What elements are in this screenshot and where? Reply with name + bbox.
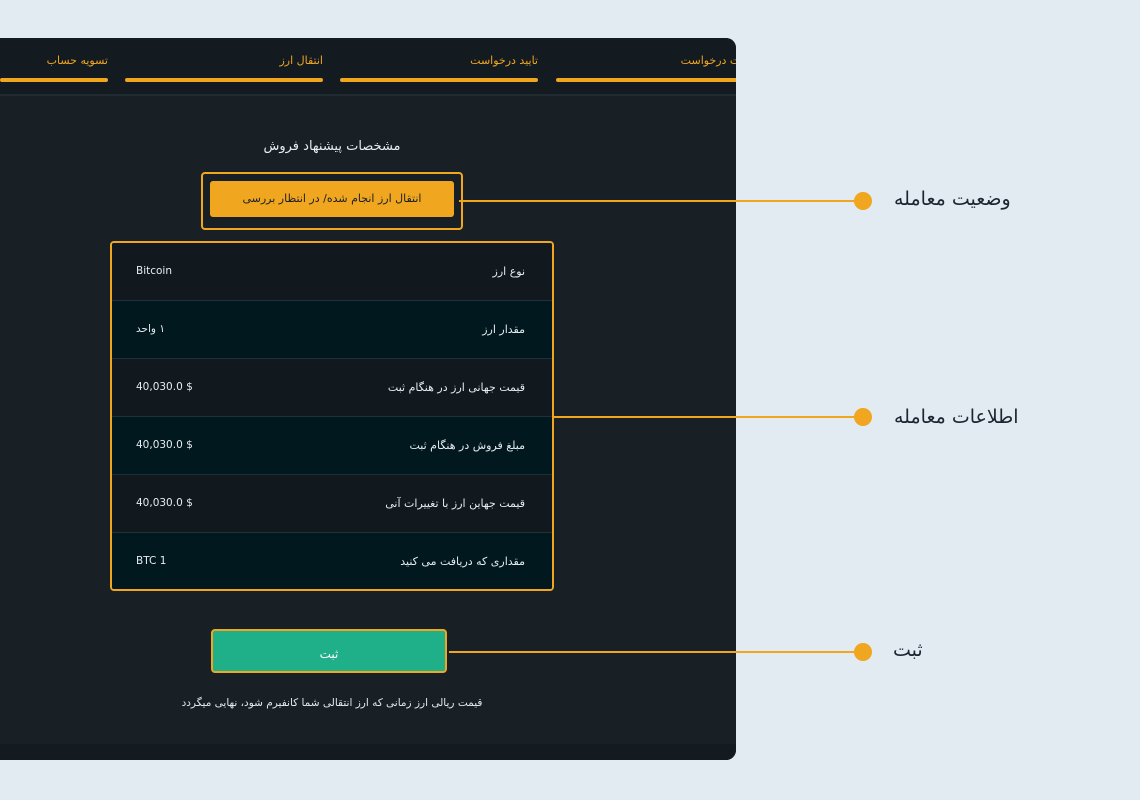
step-label: تایید درخواست (470, 54, 538, 67)
price-note: قیمت ریالی ارز زمانی که ارز انتقالی شما … (181, 697, 483, 709)
step-progress-line (0, 78, 108, 82)
step-currency-transfer[interactable]: انتقال ارز (125, 38, 323, 94)
status-callout-dot (854, 192, 872, 210)
row-value: ۱ واحد (136, 323, 165, 335)
step-request-approval[interactable]: تایید درخواست (340, 38, 538, 94)
status-frame: انتقال ارز انجام شده/ در انتظار بررسی (201, 172, 463, 230)
row-value: $ 40,030.0 (136, 439, 193, 451)
submit-callout-dot (854, 643, 872, 661)
status-callout-line (459, 200, 863, 202)
status-badge: انتقال ارز انجام شده/ در انتظار بررسی (210, 181, 454, 217)
row-label: مقداری که دریافت می کنید (400, 555, 525, 568)
row-value: $ 40,030.0 (136, 497, 193, 509)
info-callout-label: اطلاعات معامله (894, 406, 1019, 428)
row-value: Bitcoin (136, 265, 173, 277)
trade-info-card: نوع ارز Bitcoin مقدار ارز ۱ واحد قیمت جه… (110, 241, 554, 591)
row-label: قیمت جهانی ارز در هنگام ثبت (387, 381, 525, 394)
step-settlement[interactable]: تسویه حساب (0, 38, 108, 94)
info-row-currency-amount: مقدار ارز ۱ واحد (112, 301, 552, 359)
step-progress-line (125, 78, 323, 82)
stepper: تسویه حساب انتقال ارز تایید درخواست مشخص… (0, 38, 736, 96)
info-row-global-price-at-registration: قیمت جهانی ارز در هنگام ثبت $ 40,030.0 (112, 359, 552, 417)
section-title: مشخصات پیشنهاد فروش (263, 139, 401, 154)
step-label: تسویه حساب (46, 54, 108, 67)
step-progress-line (556, 78, 736, 82)
info-callout-line (552, 416, 863, 418)
row-label: مبلغ فروش در هنگام ثبت (409, 439, 525, 452)
status-callout-label: وضعیت معامله (894, 188, 1011, 210)
info-callout-dot (854, 408, 872, 426)
info-row-amount-received: مقداری که دریافت می کنید 1 BTC (112, 533, 552, 589)
row-value: 1 BTC (136, 555, 167, 567)
info-row-currency-type: نوع ارز Bitcoin (112, 243, 552, 301)
step-label: مشخصات درخواست (680, 54, 736, 67)
step-label: انتقال ارز (279, 54, 323, 67)
submit-button[interactable]: ثبت (211, 629, 447, 673)
submit-callout-line (449, 651, 863, 653)
step-request-details[interactable]: مشخصات درخواست (556, 38, 736, 94)
trade-panel: تسویه حساب انتقال ارز تایید درخواست مشخص… (0, 38, 736, 760)
info-row-sale-amount-at-registration: مبلغ فروش در هنگام ثبت $ 40,030.0 (112, 417, 552, 475)
row-value: $ 40,030.0 (136, 381, 193, 393)
panel-footer (0, 744, 736, 760)
step-progress-line (340, 78, 538, 82)
row-label: مقدار ارز (482, 323, 525, 336)
submit-callout-label: ثبت (893, 639, 923, 661)
row-label: قیمت جهاین ارز با تغییرات آنی (385, 497, 525, 510)
info-row-live-global-price: قیمت جهاین ارز با تغییرات آنی $ 40,030.0 (112, 475, 552, 533)
row-label: نوع ارز (492, 265, 525, 278)
